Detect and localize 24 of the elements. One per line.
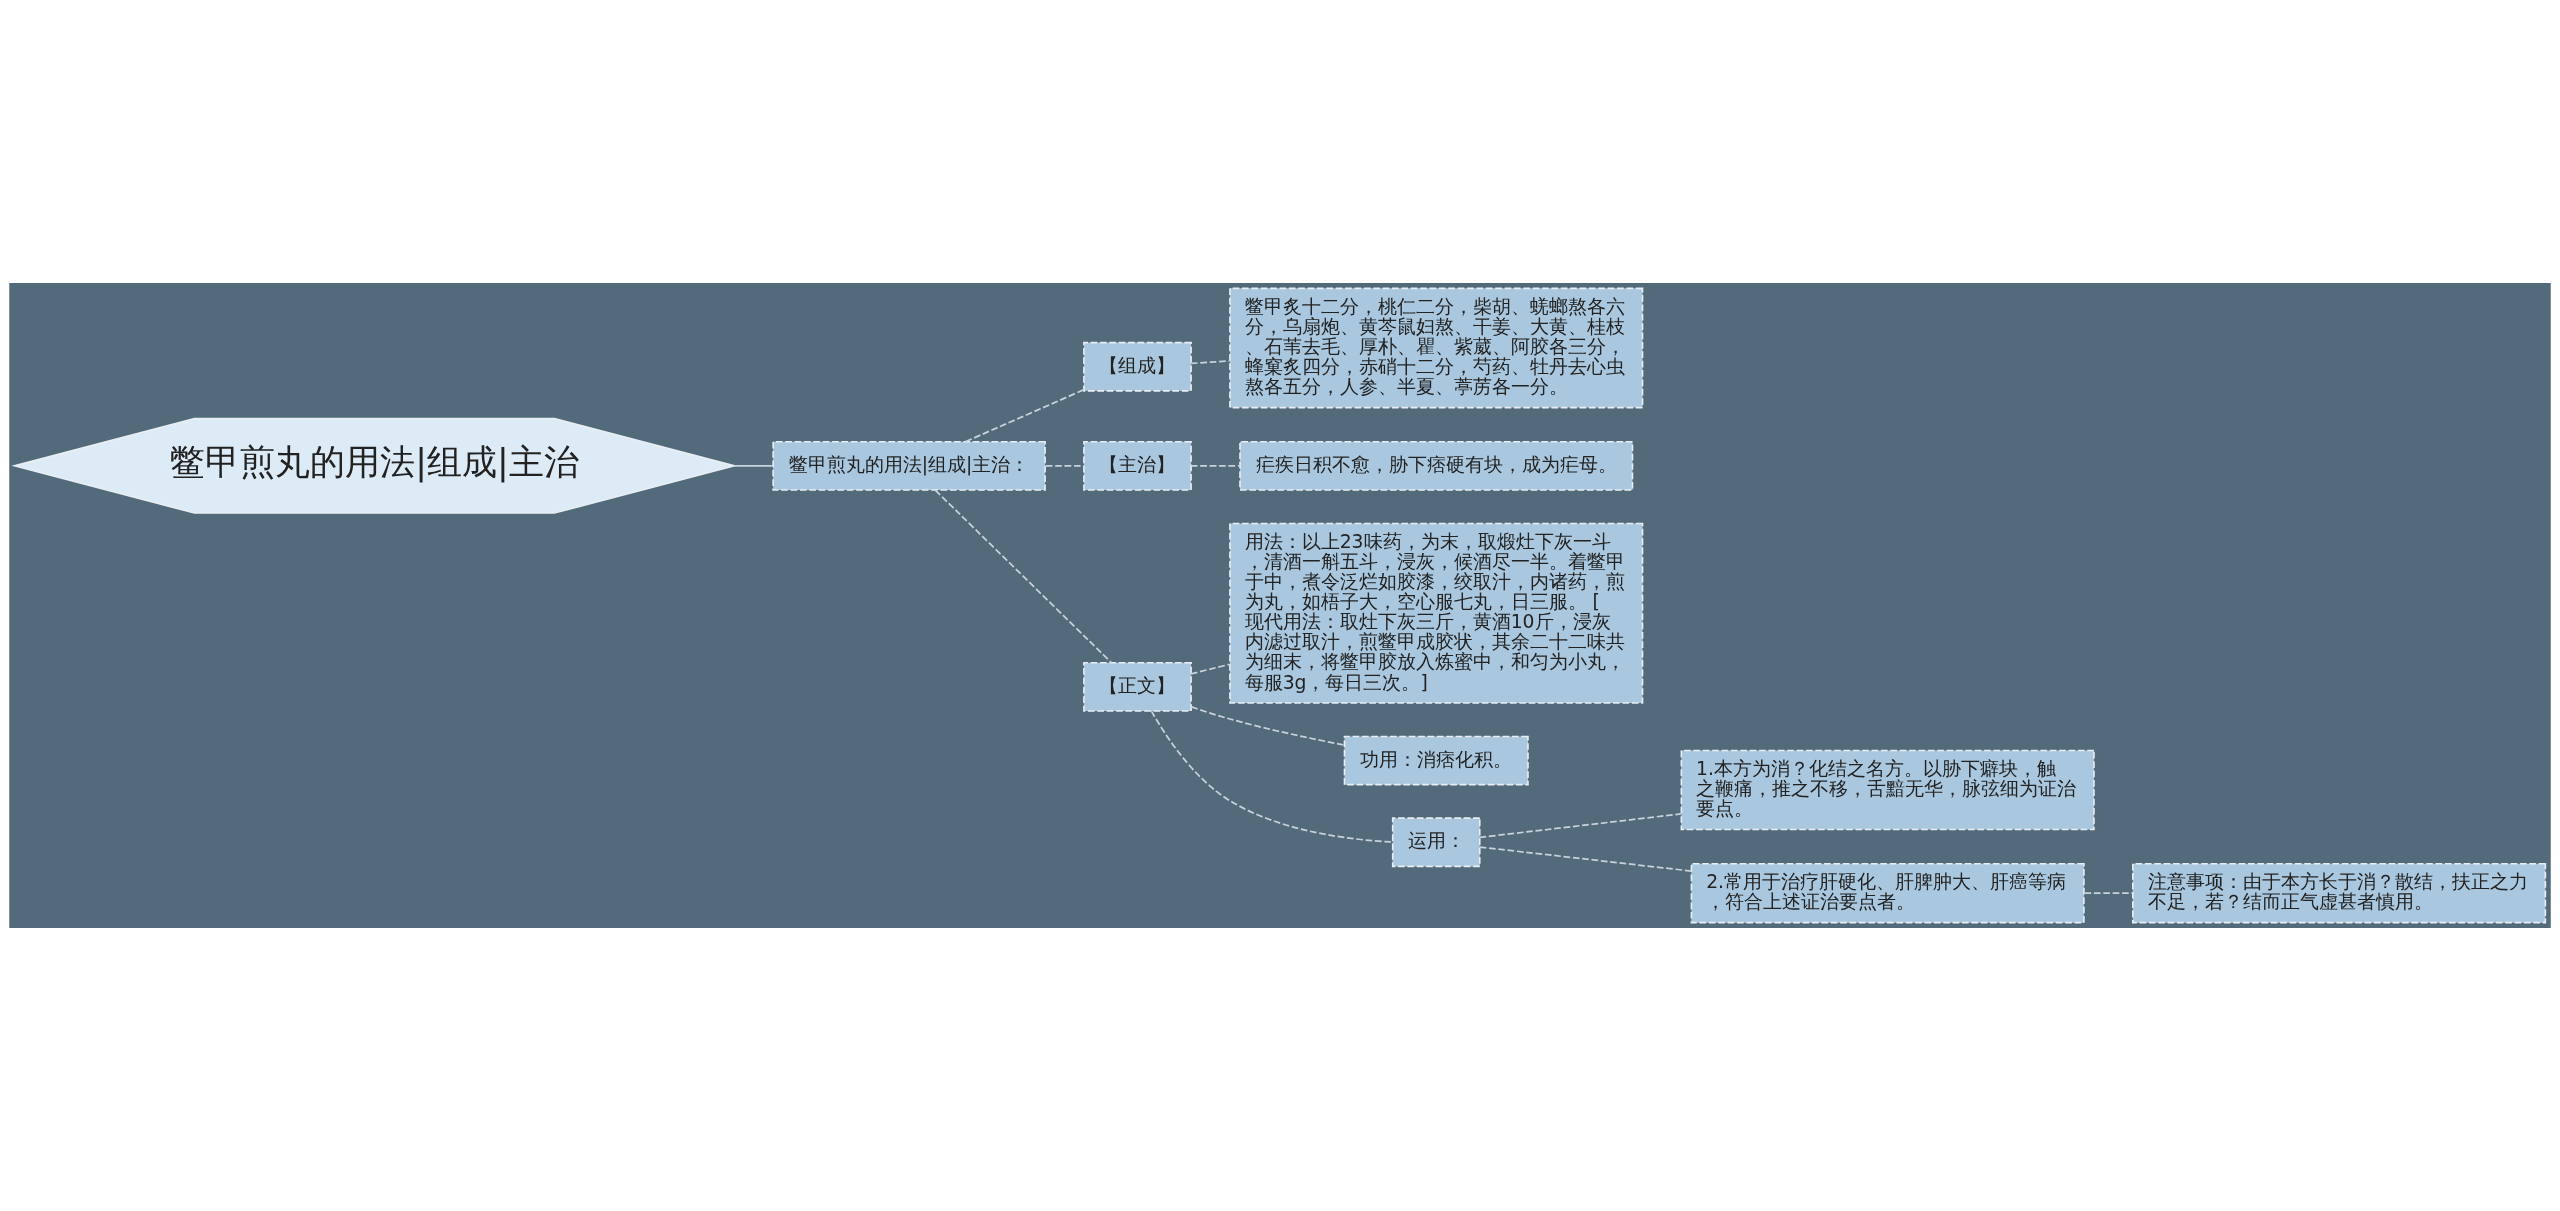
- connector: [964, 388, 1085, 443]
- connector: [1150, 710, 1394, 843]
- connector: [1044, 465, 1085, 467]
- connector: [934, 489, 1113, 664]
- node-box: 鳖甲煎丸的用法|组成|主治：: [772, 440, 1046, 491]
- connector: [1478, 813, 1682, 839]
- connector: [733, 465, 774, 467]
- node-box: 运用：: [1391, 817, 1481, 868]
- node-box: 【正文】: [1083, 661, 1192, 712]
- node-box: 【组成】: [1083, 341, 1192, 392]
- connector: [1478, 846, 1692, 872]
- node-box: 2.常用于治疗肝硬化、肝脾肿大、肝癌等病，符合上述证治要点者。: [1690, 862, 2085, 924]
- node-box: 注意事项：由于本方长于消？散结，扶正之力不足，若？结而正气虚甚者慎用。: [2132, 862, 2547, 924]
- node-box: 【主治】: [1083, 440, 1192, 491]
- node-box: 用法：以上23味药，为末，取煅灶下灰一斗，清酒一斛五斗，浸灰，候酒尽一半。着鳖甲于中，煮令泛烂如胶漆，绞取汁，内诸药，煎为丸，如梧子大，空心服七丸，日三服。 [现代用法：取灶下灰三斤，黄酒10斤，浸灰内滤过取汁，煎鳖甲成胶状，其余二十二味共为细末，将鳖甲胶放入炼蜜中，和匀为小丸，每服3g，每日三次。]: [1229, 522, 1644, 704]
- node-box: 鳖甲炙十二分，桃仁二分，柴胡、蜣螂熬各六分，乌扇炮、黄芩鼠妇熬、干姜、大黄、桂枝、石苇去毛、厚朴、瞿、紫葳、阿胶各三分，蜂窠炙四分，赤硝十二分，芍药、牡丹去心虫熬各五分，人参、半夏、葶苈各一分。: [1229, 287, 1644, 409]
- connector: [1190, 465, 1241, 467]
- node-box: 疟疾日积不愈，胁下痞硬有块，成为疟母。: [1239, 440, 1634, 491]
- node-box: 功用：消痞化积。: [1343, 735, 1529, 786]
- connector: [2083, 892, 2134, 895]
- connector: [1190, 360, 1231, 365]
- connector: [1190, 705, 1346, 746]
- connector: [1190, 663, 1231, 675]
- node-box: 1.本方为消？化结之名方。以胁下癖块，触之鞭痛，推之不移，舌黯无华，脉弦细为证治要点。: [1680, 749, 2095, 831]
